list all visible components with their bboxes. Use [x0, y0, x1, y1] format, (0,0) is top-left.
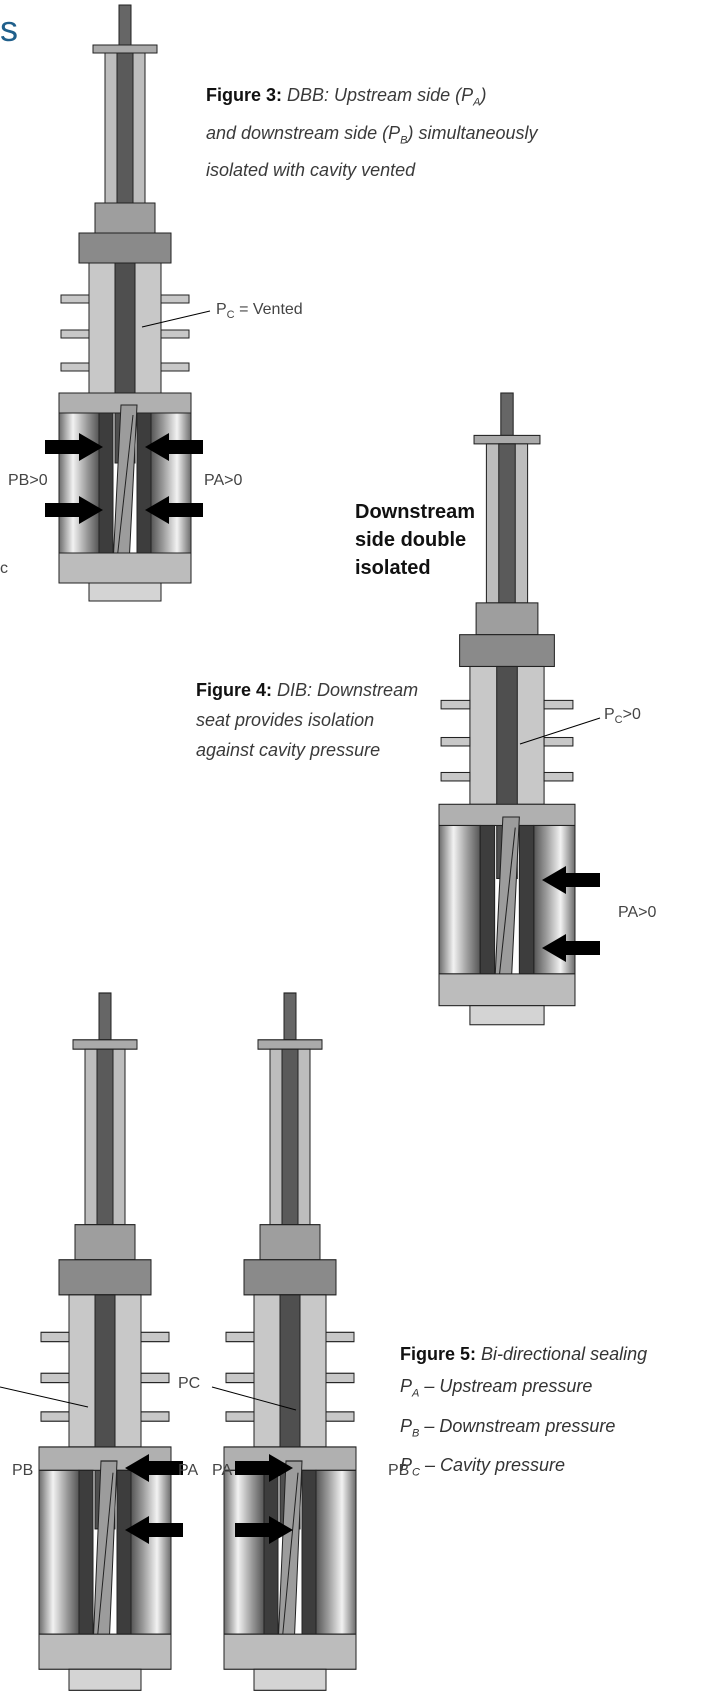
- figure5-caption: Figure 5: Bi-directional sealing PA – Up…: [400, 1338, 720, 1489]
- figure4-pc-sym: P: [604, 706, 615, 723]
- figure3-line2-sub: B: [400, 134, 408, 147]
- callout-line3: isolated: [355, 557, 431, 579]
- legend-text: – Downstream pressure: [419, 1415, 616, 1436]
- figure3-pa-label: PA>0: [204, 472, 243, 489]
- figure4-pc-label: PC>0: [604, 706, 641, 726]
- figure4-pc-sub: C: [614, 714, 623, 727]
- figure5-title: Bi-directional sealing: [481, 1344, 648, 1364]
- figure5-right-pa-label: PA: [212, 1462, 233, 1479]
- figure3-pb-label: PB>0: [8, 472, 48, 489]
- figure4-caption: Figure 4: DIB: Downstream seat provides …: [196, 675, 446, 765]
- legend-sub: C: [412, 1466, 420, 1479]
- figure4-line3: against cavity pressure: [196, 740, 381, 760]
- section-heading-fragment: s: [0, 8, 18, 49]
- legend-sym: P: [400, 1415, 413, 1436]
- figure3-line3: isolated with cavity vented: [206, 160, 416, 181]
- figure3-line1-sub: A: [473, 96, 481, 109]
- figure4-pa-label: PA>0: [618, 904, 657, 921]
- figure4-pc-rest: >0: [622, 706, 641, 723]
- figure5-right-pc-label: PC: [178, 1375, 201, 1392]
- figure4-line2: seat provides isolation: [196, 710, 375, 730]
- figure3-pc-rest: = Vented: [234, 301, 303, 318]
- legend-item-pc: PC – Cavity pressure: [400, 1449, 720, 1489]
- legend-item-pb: PB – Downstream pressure: [400, 1410, 720, 1450]
- figure3-label: Figure 3:: [206, 85, 283, 105]
- figure3-line2: and downstream side (P: [206, 122, 401, 143]
- legend-sub: B: [412, 1427, 420, 1440]
- callout-line1: Downstream: [355, 501, 476, 523]
- figure5-label: Figure 5:: [400, 1344, 477, 1364]
- figure3-line1: DBB: Upstream side (P: [287, 85, 474, 105]
- figure4-line1: DIB: Downstream: [277, 680, 419, 700]
- figure5-left-pb-label: PB: [12, 1462, 34, 1479]
- legend-sym: P: [400, 1376, 413, 1396]
- legend-sym: P: [400, 1455, 413, 1476]
- figure3-line1-end: ): [480, 85, 487, 105]
- figure3-pc-sym: P: [216, 301, 227, 318]
- page-edge-fragment: c: [0, 560, 8, 577]
- figure5-left-pa-label: PA: [178, 1462, 199, 1479]
- callout-line2: side double: [355, 529, 467, 551]
- downstream-callout: Downstream side double isolated: [355, 498, 475, 582]
- figure3-caption: Figure 3: DBB: Upstream side (PA) and do…: [206, 80, 706, 185]
- figure3-pc-sub: C: [226, 309, 235, 322]
- figure5-right-pb-label: PB: [388, 1462, 410, 1479]
- legend-text: – Upstream pressure: [419, 1376, 593, 1396]
- legend-text: – Cavity pressure: [419, 1455, 566, 1476]
- figure3-line2-end: ) simultaneously: [407, 122, 538, 143]
- figure3-pc-label: PC = Vented: [216, 301, 303, 321]
- legend-sub: A: [412, 1387, 420, 1400]
- figure4-label: Figure 4:: [196, 680, 273, 700]
- legend-item-pa: PA – Upstream pressure: [400, 1370, 720, 1410]
